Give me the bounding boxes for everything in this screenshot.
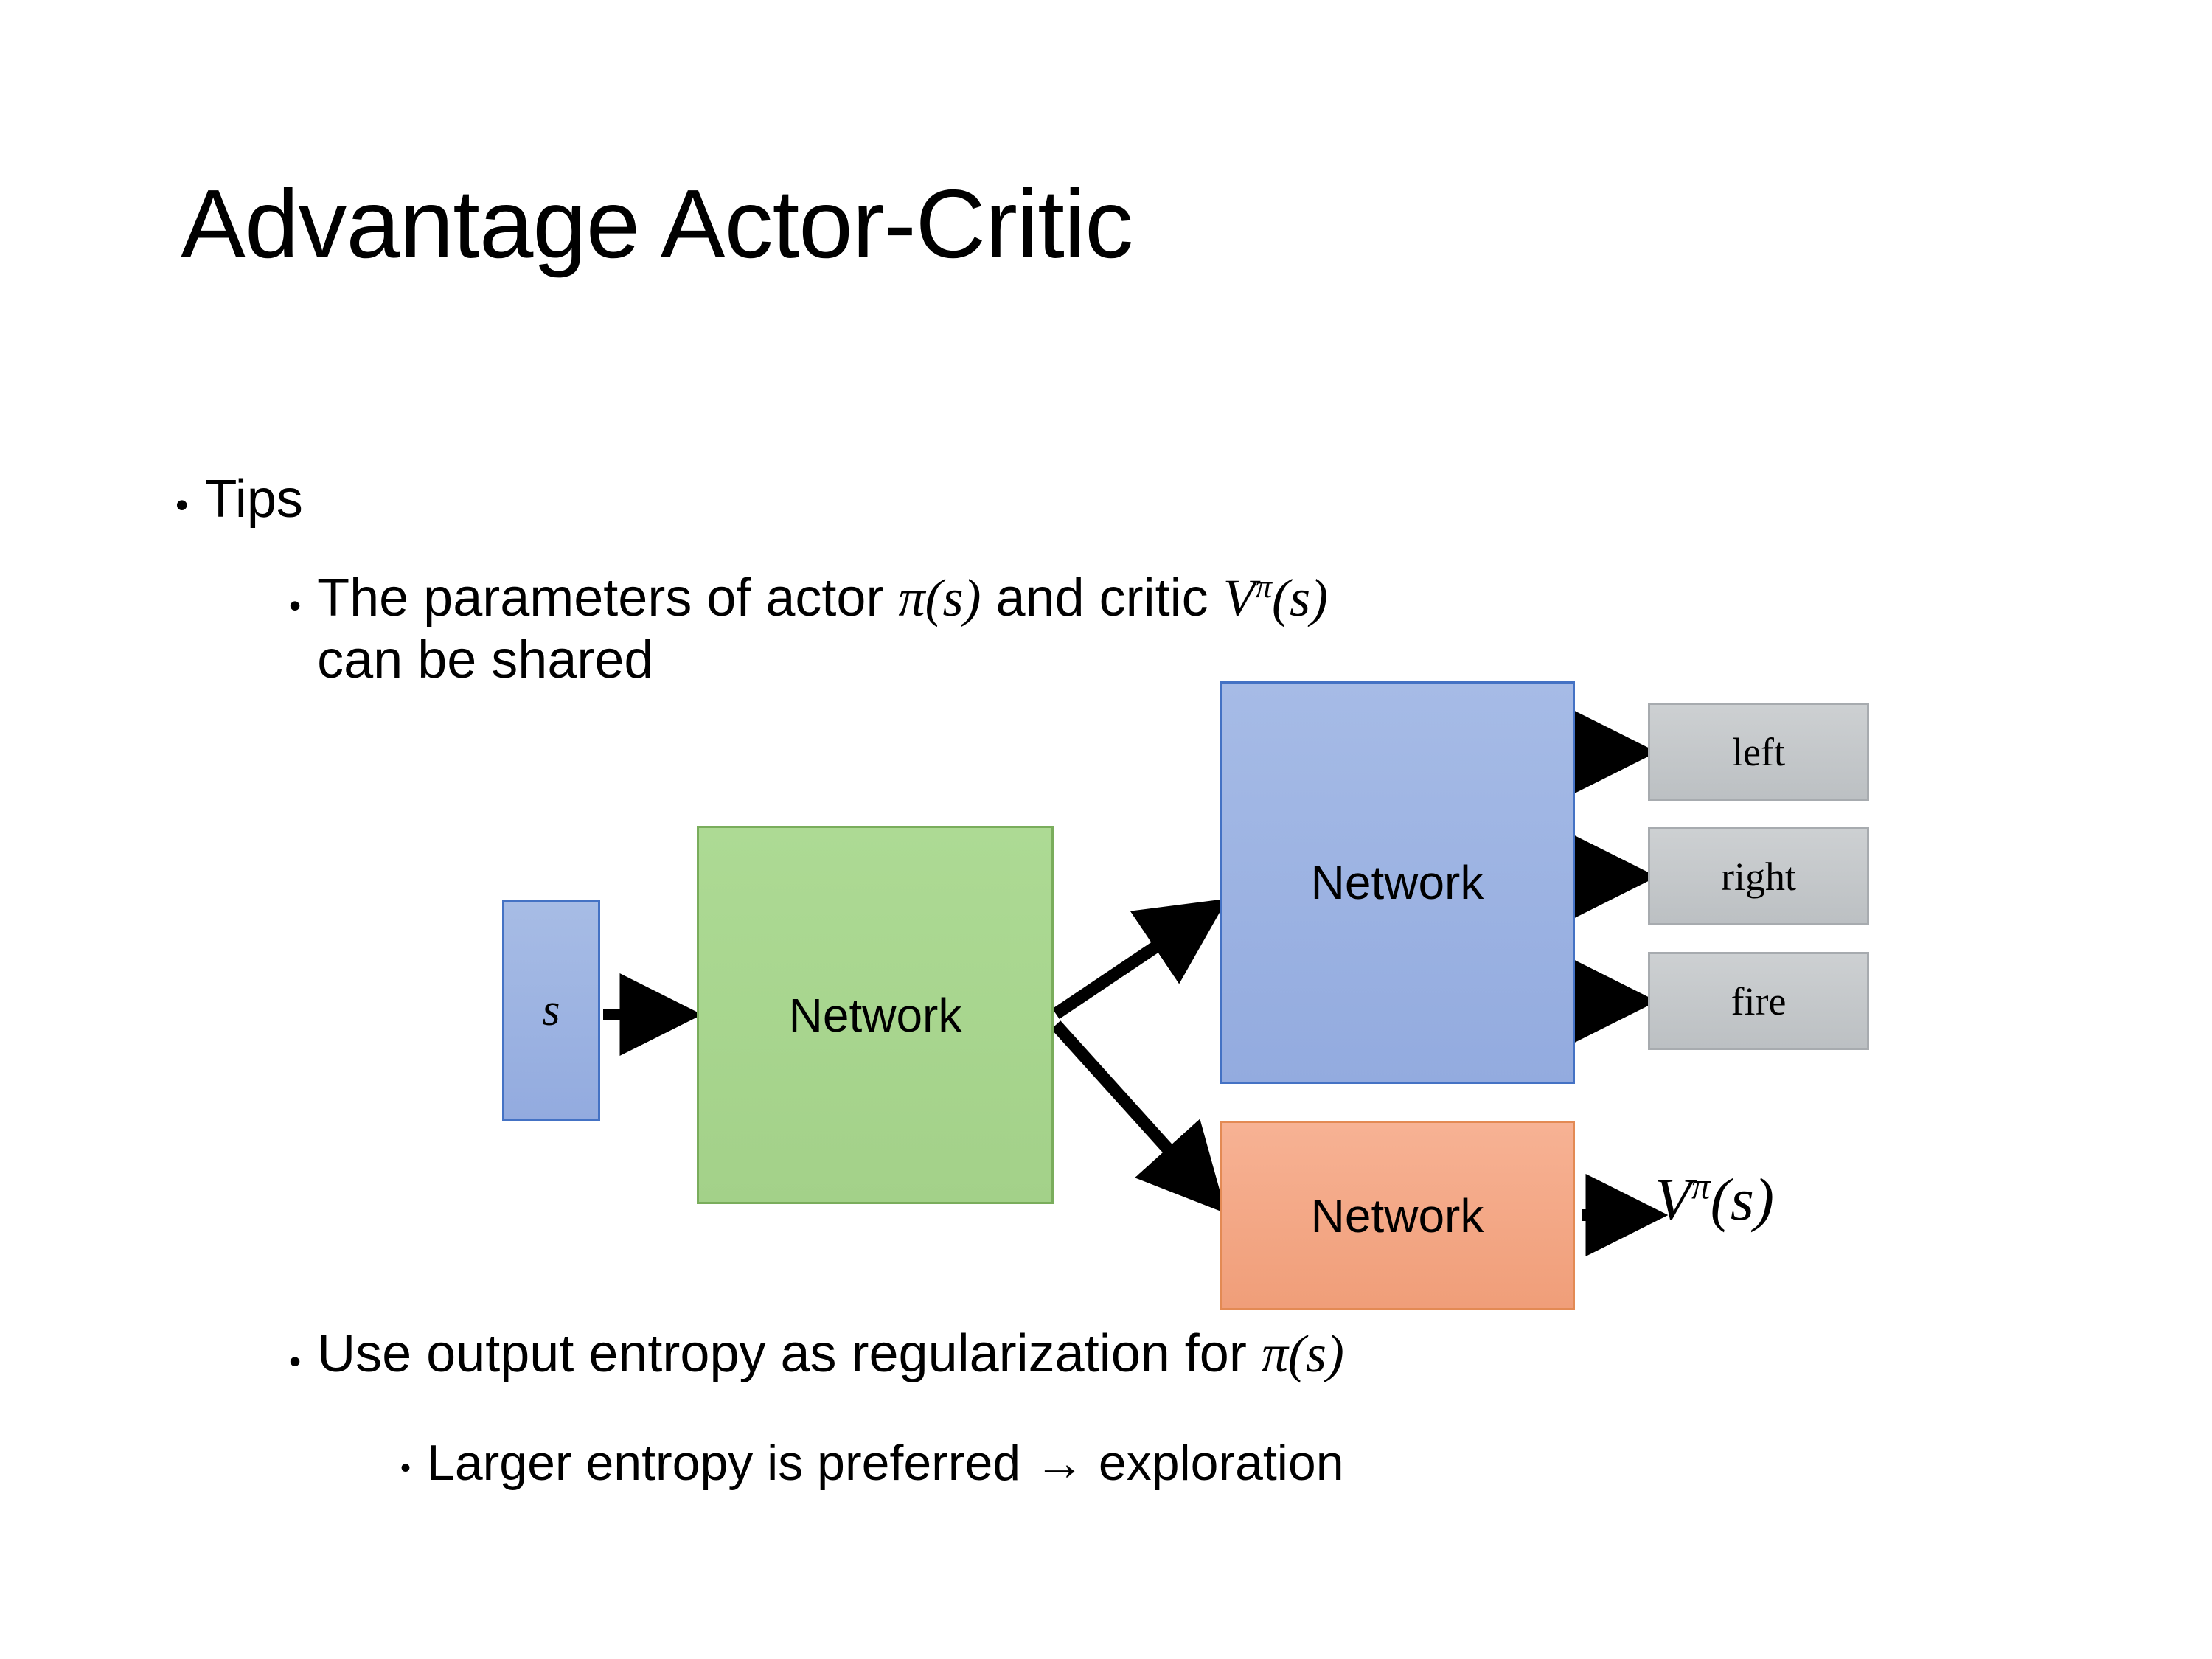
value-output-superscript-pi: π xyxy=(1691,1165,1711,1207)
value-output-symbol: V xyxy=(1655,1166,1692,1233)
page-title: Advantage Actor-Critic xyxy=(181,170,1133,278)
action-output-fire-label: fire xyxy=(1731,978,1787,1023)
action-output-right: right xyxy=(1648,827,1869,925)
value-function-argument: (s) xyxy=(1271,568,1328,627)
bullet-larger-entropy: • Larger entropy is preferred → explorat… xyxy=(400,1434,2096,1492)
bullet-output-entropy-label: Use output entropy as regularization for… xyxy=(317,1324,1344,1385)
entropy-text-pre: Use output entropy as regularization for xyxy=(317,1324,1262,1383)
bullet-shared-parameters-label: The parameters of actor π(s) and critic … xyxy=(317,568,1328,691)
params-text-mid: and critic xyxy=(981,568,1223,627)
pi-argument: (s) xyxy=(925,568,981,627)
value-output-argument: (s) xyxy=(1710,1166,1775,1233)
pi-symbol: π xyxy=(1261,1324,1288,1383)
bullet-output-entropy: • Use output entropy as regularization f… xyxy=(289,1324,2059,1385)
bullet-tips: • Tips xyxy=(175,469,303,531)
bullet-marker-icon: • xyxy=(400,1452,411,1484)
bullet-tips-label: Tips xyxy=(204,470,303,529)
shared-network-box: Network xyxy=(697,826,1054,1204)
bullet-marker-icon: • xyxy=(175,484,189,526)
arrow-shared-to-critic-network xyxy=(1051,1020,1226,1214)
action-output-left-label: left xyxy=(1732,729,1785,774)
actor-network-label: Network xyxy=(1310,856,1484,909)
pi-argument: (s) xyxy=(1287,1324,1344,1383)
value-function-superscript-pi: π xyxy=(1255,568,1272,605)
state-input-box: s xyxy=(502,900,600,1121)
actor-network-box: Network xyxy=(1220,681,1575,1084)
state-input-label: s xyxy=(542,985,560,1035)
bullet-shared-parameters: • The parameters of actor π(s) and criti… xyxy=(289,568,2147,691)
critic-network-label: Network xyxy=(1310,1189,1484,1242)
bullet-marker-icon: • xyxy=(289,586,302,625)
params-text-pre: The parameters of actor xyxy=(317,568,899,627)
action-output-right-label: right xyxy=(1721,854,1796,899)
value-function-output-label: Vπ(s) xyxy=(1655,1165,1774,1234)
action-output-fire: fire xyxy=(1648,952,1869,1050)
arrow-shared-to-actor-network xyxy=(1052,898,1228,1020)
value-function-symbol: V xyxy=(1222,568,1256,627)
params-text-line2: can be shared xyxy=(317,630,654,689)
bullet-marker-icon: • xyxy=(289,1342,302,1380)
bullet-larger-entropy-label: Larger entropy is preferred → exploratio… xyxy=(427,1435,1344,1491)
pi-symbol: π xyxy=(898,568,925,627)
shared-network-label: Network xyxy=(788,988,962,1042)
action-output-left: left xyxy=(1648,703,1869,801)
critic-network-box: Network xyxy=(1220,1121,1575,1310)
